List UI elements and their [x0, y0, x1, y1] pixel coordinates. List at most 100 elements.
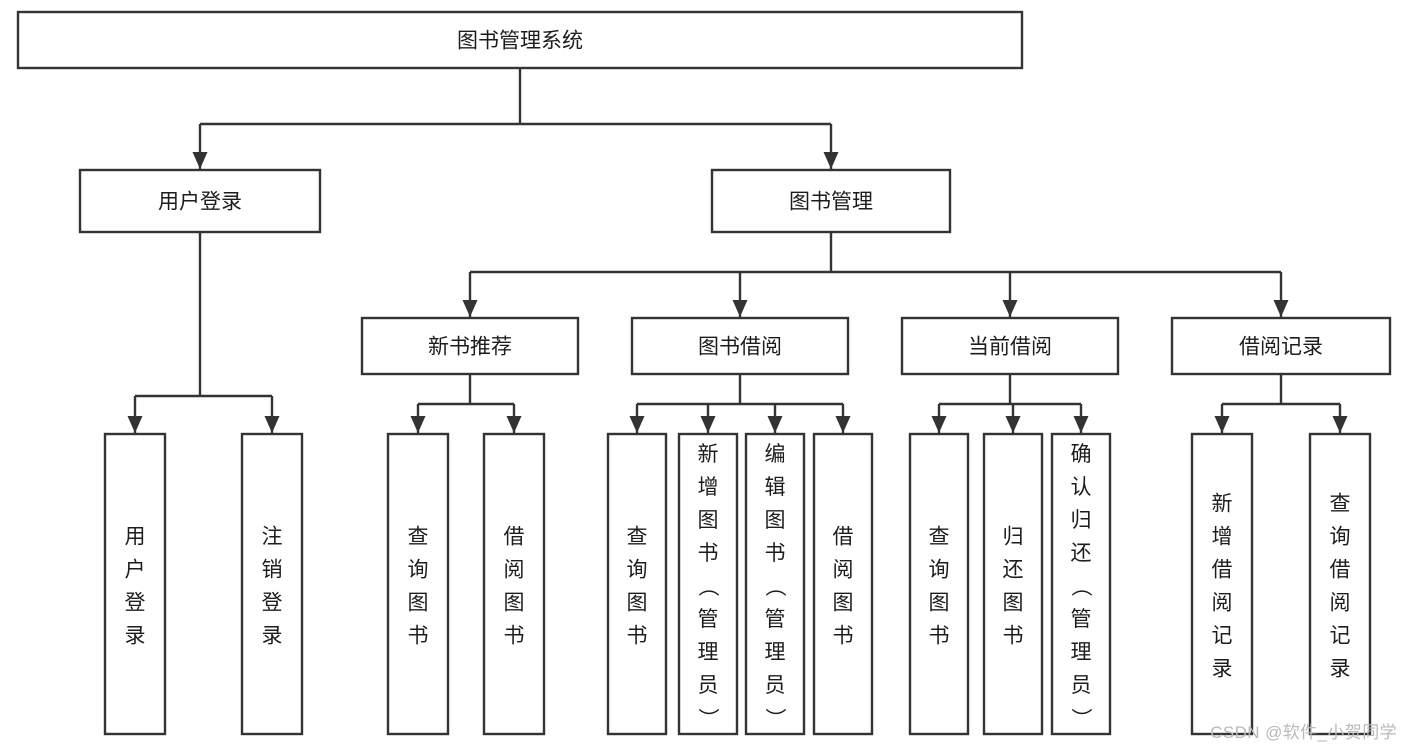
node-borrow-record[interactable] [1170, 316, 1392, 376]
svg-text:查: 查 [929, 526, 950, 549]
node-leaf-borrow-book-1[interactable] [482, 432, 546, 736]
node-leaf-add-record[interactable] [1190, 432, 1254, 736]
current-borrow-arrow-2 [1073, 416, 1089, 433]
label-user-login: 用户登录 [158, 191, 242, 214]
node-leaf-query-book-1[interactable] [386, 432, 450, 736]
svg-text:书: 书 [929, 625, 950, 648]
svg-text:图: 图 [504, 592, 525, 615]
current-borrow-arrow-1 [1005, 416, 1021, 433]
node-leaf-confirm-return[interactable] [1050, 432, 1112, 736]
svg-text:（: （ [696, 576, 719, 597]
book-management-arrow-2 [1002, 300, 1018, 317]
new-book-recommend-arrow-1 [506, 416, 522, 433]
svg-text:员: 员 [765, 674, 786, 697]
node-leaf-return-book[interactable] [982, 432, 1044, 736]
user-login-arrow-0 [127, 416, 143, 433]
svg-text:还: 还 [1071, 542, 1092, 565]
borrow-record-arrow-0 [1214, 416, 1230, 433]
root-arrow-0 [192, 152, 208, 169]
svg-text:书: 书 [1003, 625, 1024, 648]
book-management-arrow-0 [462, 300, 478, 317]
svg-text:书: 书 [504, 625, 525, 648]
svg-text:借: 借 [504, 526, 525, 549]
label-new-book-recommend: 新书推荐 [428, 336, 512, 359]
label-leaf-user-login: 用户登录 [125, 526, 146, 648]
svg-text:借: 借 [1330, 559, 1351, 582]
svg-text:）: ） [763, 708, 786, 729]
node-book-borrow[interactable] [630, 316, 850, 376]
svg-text:理: 理 [1071, 641, 1092, 664]
label-borrow-record: 借阅记录 [1239, 336, 1323, 359]
svg-text:登: 登 [262, 592, 283, 615]
svg-text:阅: 阅 [1330, 592, 1351, 615]
svg-text:新: 新 [1212, 493, 1233, 516]
svg-text:归: 归 [1071, 509, 1092, 532]
svg-text:登: 登 [125, 592, 146, 615]
svg-text:）: ） [696, 708, 719, 729]
svg-text:辑: 辑 [765, 476, 786, 499]
node-leaf-query-book-3[interactable] [908, 432, 970, 736]
svg-text:用: 用 [125, 526, 146, 549]
svg-text:图: 图 [1003, 592, 1024, 615]
svg-text:查: 查 [627, 526, 648, 549]
node-current-borrow[interactable] [900, 316, 1120, 376]
svg-text:管: 管 [1071, 608, 1092, 631]
user-login-arrow-1 [264, 416, 280, 433]
svg-text:管: 管 [698, 608, 719, 631]
node-leaf-borrow-book-2[interactable] [812, 432, 874, 736]
svg-text:录: 录 [262, 625, 283, 648]
node-book-management[interactable] [710, 168, 952, 234]
book-management-arrow-3 [1273, 300, 1289, 317]
svg-text:询: 询 [1330, 526, 1351, 549]
svg-text:书: 书 [698, 542, 719, 565]
svg-text:注: 注 [262, 526, 283, 549]
root-arrow-1 [823, 152, 839, 169]
book-management-arrow-1 [732, 300, 748, 317]
labels-layer: 图书管理系统用户登录图书管理新书推荐图书借阅当前借阅借阅记录用户登录注销登录查询… [125, 30, 1351, 729]
svg-text:编: 编 [765, 443, 786, 466]
svg-text:销: 销 [262, 559, 283, 582]
book-borrow-arrow-3 [835, 416, 851, 433]
svg-text:阅: 阅 [833, 559, 854, 582]
svg-text:（: （ [763, 576, 786, 597]
svg-text:还: 还 [1003, 559, 1024, 582]
node-new-book-recommend[interactable] [360, 316, 580, 376]
svg-text:录: 录 [1330, 658, 1351, 681]
node-leaf-user-login[interactable] [103, 432, 167, 736]
svg-text:询: 询 [408, 559, 429, 582]
boxes-layer [16, 10, 1392, 736]
node-leaf-query-record[interactable] [1308, 432, 1372, 736]
svg-text:）: ） [1069, 708, 1092, 729]
svg-text:理: 理 [765, 641, 786, 664]
book-borrow-arrow-2 [767, 416, 783, 433]
borrow-record-arrow-1 [1332, 416, 1348, 433]
current-borrow-arrow-0 [931, 416, 947, 433]
svg-text:图: 图 [833, 592, 854, 615]
new-book-recommend-arrow-0 [410, 416, 426, 433]
node-user-login[interactable] [78, 168, 322, 234]
svg-text:员: 员 [1071, 674, 1092, 697]
node-root-book-management-system[interactable] [16, 10, 1024, 70]
svg-text:新: 新 [698, 443, 719, 466]
label-current-borrow: 当前借阅 [968, 336, 1052, 359]
svg-text:借: 借 [833, 526, 854, 549]
node-leaf-edit-book[interactable] [744, 432, 806, 736]
svg-text:书: 书 [833, 625, 854, 648]
node-leaf-add-book[interactable] [677, 432, 739, 736]
label-root-book-management-system: 图书管理系统 [457, 30, 583, 53]
svg-text:管: 管 [765, 608, 786, 631]
node-leaf-user-logout[interactable] [240, 432, 304, 736]
node-leaf-query-book-2[interactable] [606, 432, 668, 736]
svg-text:图: 图 [627, 592, 648, 615]
connectors-layer [127, 68, 1348, 433]
svg-text:录: 录 [1212, 658, 1233, 681]
svg-text:图: 图 [765, 509, 786, 532]
